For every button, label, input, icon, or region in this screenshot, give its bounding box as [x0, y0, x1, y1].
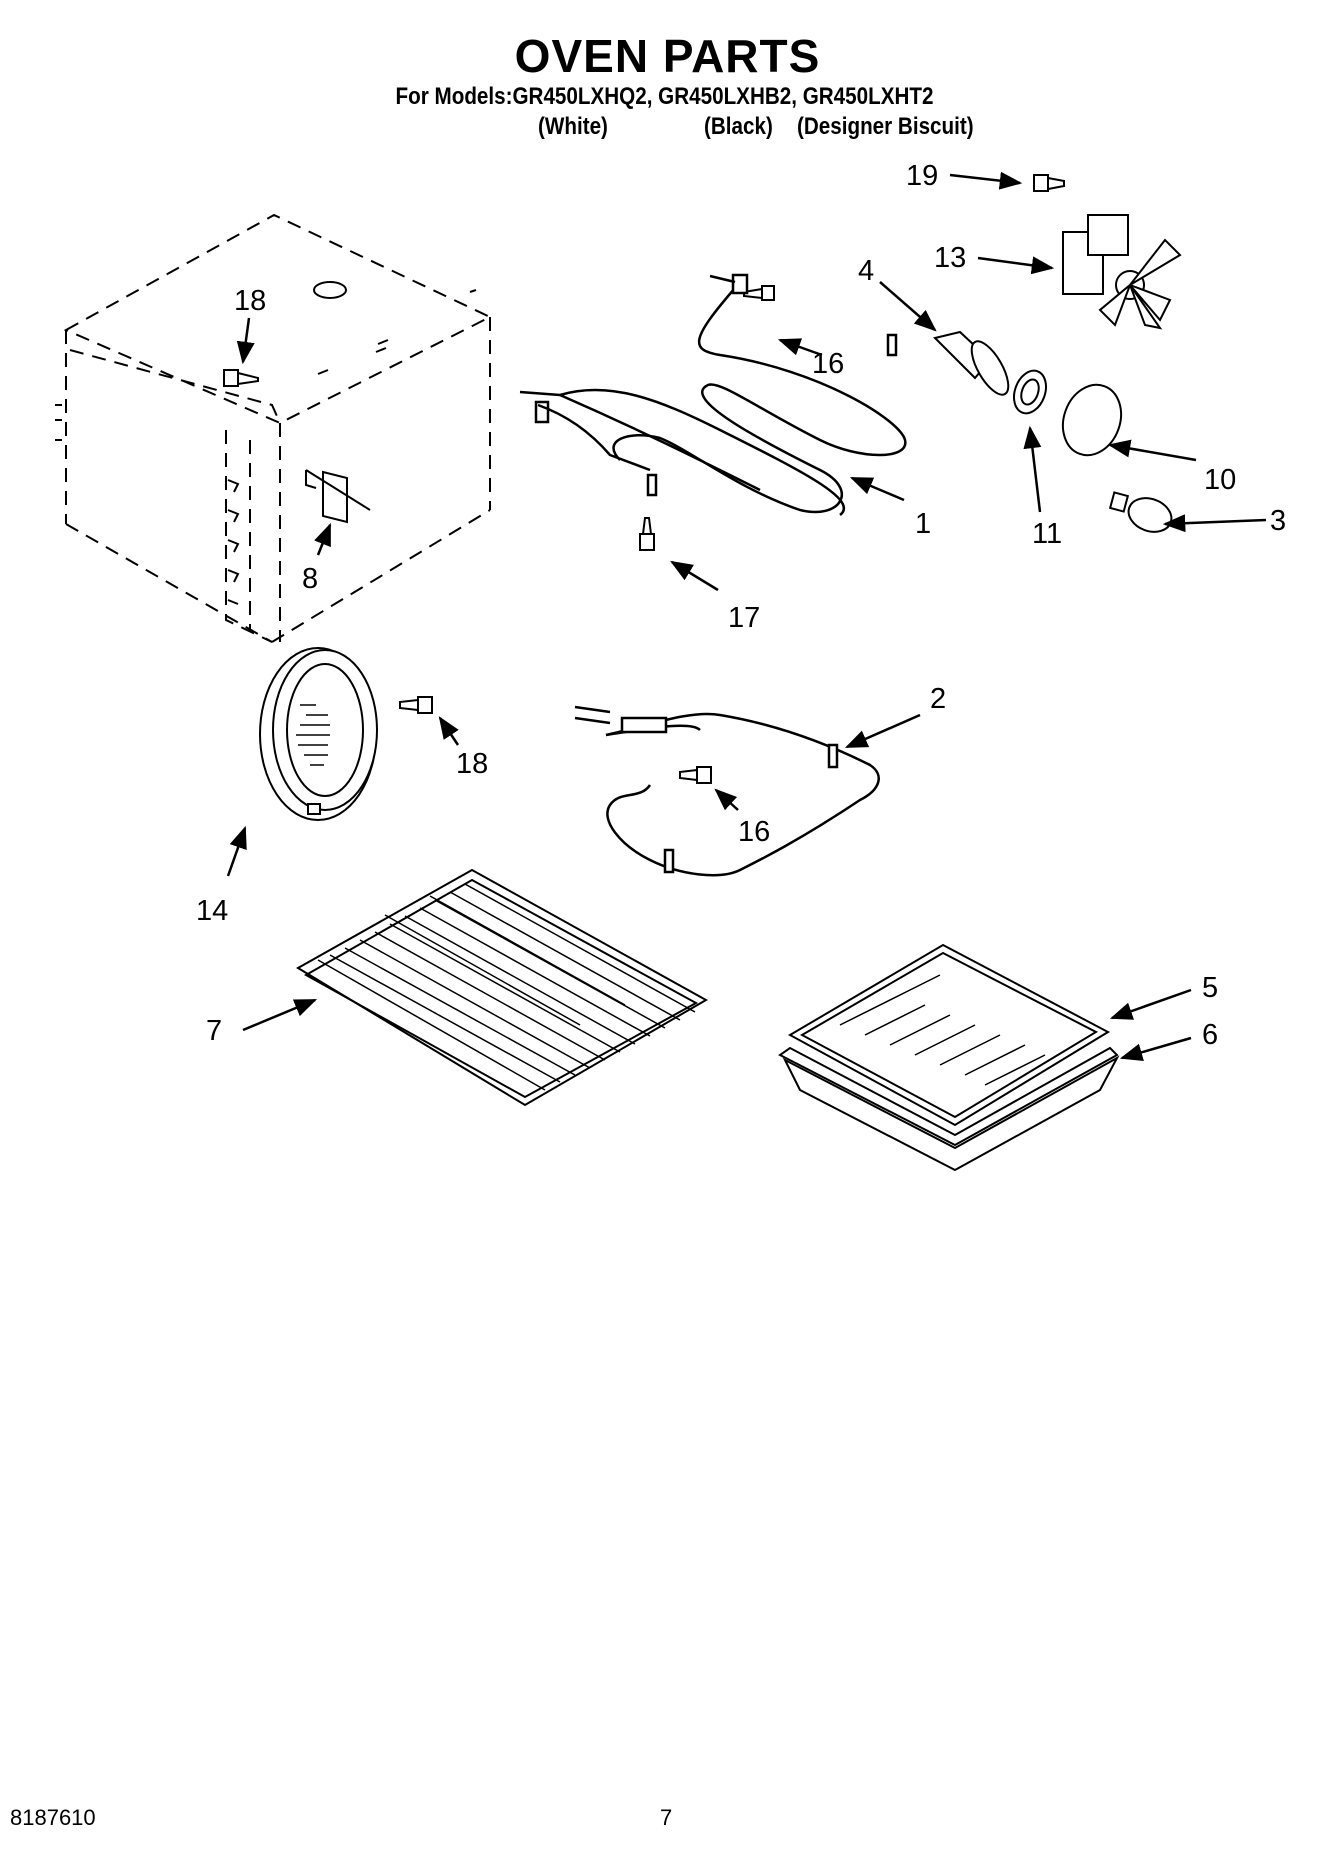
page-header: OVEN PARTS For Models:GR450LXHQ2, GR450L… [0, 30, 1339, 112]
callout-16-upper: 16 [812, 348, 844, 380]
oven-cavity-details [55, 281, 477, 605]
callout-1: 1 [915, 508, 931, 540]
callout-18-lower: 18 [456, 748, 488, 780]
broil-element-part-1 [519, 273, 907, 516]
screw-part-16-upper [743, 285, 775, 301]
callout-11: 11 [1032, 518, 1062, 550]
screw-part-16-lower [679, 766, 712, 784]
page-title: OVEN PARTS [514, 30, 821, 82]
color-white: (White) [538, 113, 608, 140]
broil-pan-part-6 [778, 1046, 1120, 1172]
leader-lines [226, 171, 1267, 1062]
callout-2: 2 [930, 683, 946, 715]
callout-16-lower: 16 [738, 816, 770, 848]
callout-13: 13 [934, 242, 966, 274]
screw-part-17 [639, 517, 655, 551]
lens-cover-part-10 [1061, 383, 1123, 457]
screw-part-18-lower [399, 696, 433, 714]
callout-19: 19 [906, 160, 938, 192]
callout-4: 4 [858, 255, 874, 287]
light-socket-part-4 [933, 330, 1010, 396]
gasket-part-11 [1013, 369, 1047, 415]
callout-7: 7 [206, 1015, 222, 1047]
light-bulb-part-3 [1108, 491, 1173, 533]
color-black: (Black) [704, 113, 773, 140]
callout-6: 6 [1202, 1019, 1218, 1051]
callout-10: 10 [1204, 464, 1236, 496]
bake-element-part-2 [574, 705, 880, 877]
page-number: 7 [660, 1805, 673, 1830]
bracket-part-8 [305, 469, 371, 524]
oven-rack-part-7 [296, 868, 709, 1107]
screw-part-19 [1033, 174, 1065, 192]
callout-18-upper: 18 [234, 285, 266, 317]
models-line: For Models:GR450LXHQ2, GR450LXHB2, GR450… [395, 83, 934, 110]
oven-cavity-outline [63, 213, 493, 643]
screw-part-18-upper [223, 369, 259, 387]
fan-motor-part-13 [1062, 214, 1182, 330]
fan-cover-part-14 [259, 647, 378, 821]
callout-3: 3 [1270, 505, 1286, 537]
document-number: 8187610 [10, 1805, 96, 1830]
broil-pan-grid-part-5 [787, 943, 1111, 1127]
callout-8: 8 [302, 563, 318, 595]
color-designer-biscuit: (Designer Biscuit) [797, 113, 974, 140]
callout-5: 5 [1202, 972, 1218, 1004]
callout-14: 14 [196, 895, 228, 927]
callout-17: 17 [728, 602, 760, 634]
